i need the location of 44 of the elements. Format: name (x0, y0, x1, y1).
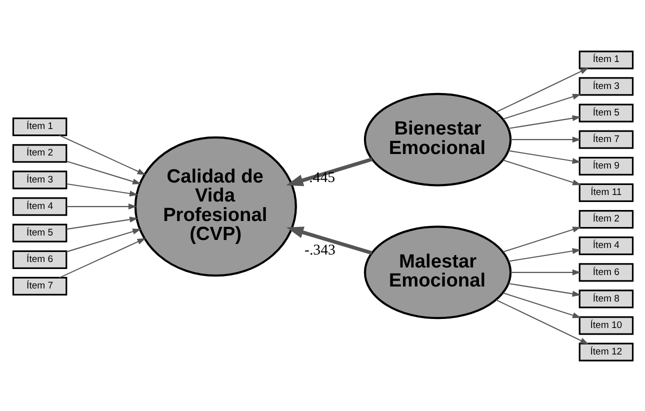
arrow (502, 159, 581, 185)
node-box: Ítem 4 (578, 236, 634, 255)
node-box: Ítem 1 (578, 50, 634, 69)
node-box: Ítem 4 (12, 196, 67, 216)
arrow (66, 160, 141, 184)
node-ellipse: Calidad de Vida Profesional (CVP) (134, 136, 296, 276)
node-box: Ítem 2 (578, 209, 634, 228)
arrow (502, 93, 581, 120)
arrow (510, 136, 580, 142)
node-box: Ítem 8 (578, 289, 634, 308)
node-box: Ítem 10 (578, 316, 634, 334)
node-box: Ítem 3 (578, 76, 634, 96)
node-box: Ítem 2 (12, 144, 67, 162)
node-ellipse: Bienestar Emocional (363, 92, 512, 186)
node-box: Ítem 9 (578, 156, 634, 175)
node-ellipse: Malestar Emocional (363, 225, 512, 319)
arrow (508, 248, 580, 262)
arrow (286, 156, 372, 186)
arrow (508, 114, 580, 128)
arrow (495, 67, 588, 112)
arrow (66, 228, 141, 252)
arrow (495, 298, 588, 344)
node-box: Ítem 7 (12, 276, 67, 296)
arrow (66, 203, 136, 210)
arrow (508, 150, 580, 164)
edge-label: -.343 (304, 242, 335, 258)
node-box: Ítem 3 (12, 170, 67, 189)
node-box: Ítem 5 (12, 223, 67, 242)
arrow (508, 282, 580, 296)
arrow (502, 226, 581, 252)
arrow (66, 182, 138, 196)
node-box: Ítem 1 (12, 117, 67, 136)
node-box: Ítem 6 (12, 250, 67, 268)
arrow (66, 216, 138, 230)
arrow (286, 226, 372, 254)
node-box: Ítem 7 (578, 130, 634, 148)
arrow (58, 134, 146, 174)
node-box: Ítem 6 (578, 262, 634, 282)
node-box: Ítem 5 (578, 103, 634, 122)
arrow (502, 292, 581, 318)
node-box: Ítem 12 (578, 342, 634, 361)
node-box: Ítem 11 (578, 182, 634, 202)
arrow (510, 268, 580, 275)
arrow (58, 238, 146, 278)
